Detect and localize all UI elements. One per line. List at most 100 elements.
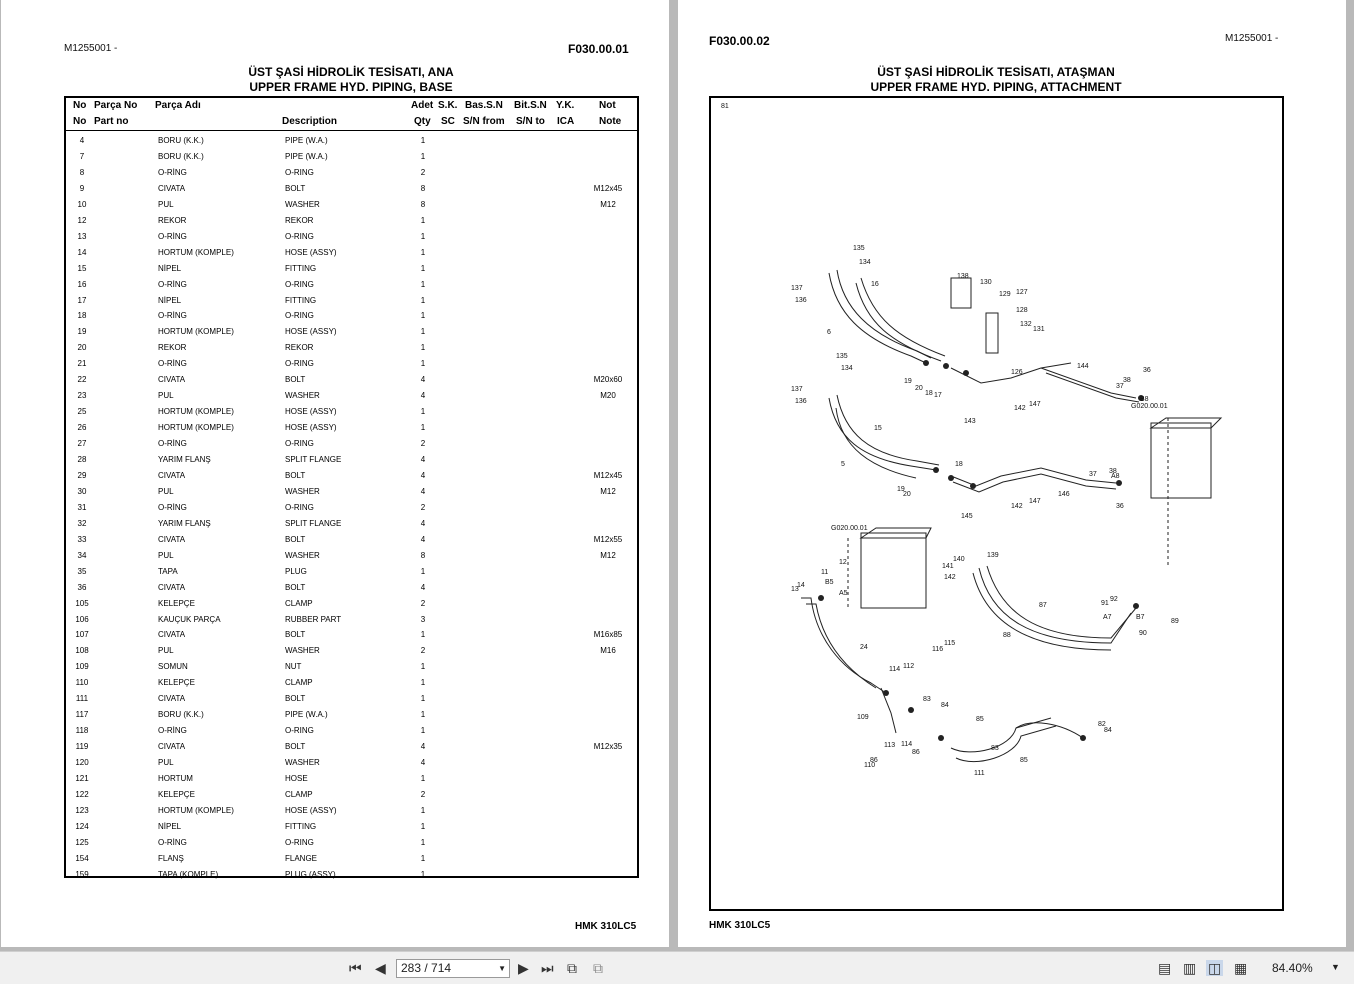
callout-label: 83 — [923, 696, 931, 703]
part-name-tr-cell: PUL — [158, 391, 174, 401]
part-number-cell: 15 — [77, 263, 87, 273]
note-cell: M12 — [600, 486, 616, 496]
callout-label: 131 — [1033, 326, 1045, 333]
header-divider — [66, 130, 637, 131]
qty-cell: 4 — [420, 391, 426, 401]
piping-drawing: 1351341371361661381301271291281321311261… — [721, 103, 1223, 777]
callout-label: 14 — [797, 582, 805, 589]
continuous-view-icon[interactable]: ▥ — [1183, 960, 1197, 976]
two-page-view-icon[interactable]: ◫ — [1206, 960, 1224, 976]
description-cell: RUBBER PART — [285, 614, 342, 624]
callout-label: 90 — [1139, 630, 1147, 637]
callout-label: 109 — [857, 714, 869, 721]
callout-label: 86 — [912, 749, 920, 756]
two-page-continuous-view-icon[interactable]: ▦ — [1234, 960, 1248, 976]
part-name-tr-cell: O-RİNG — [158, 231, 187, 241]
part-name-tr-cell: CIVATA — [158, 470, 186, 480]
note-cell: M12x35 — [593, 742, 623, 752]
fit-page-icon[interactable]: ⧉ — [567, 960, 577, 976]
part-number-cell: 31 — [77, 502, 87, 512]
qty-cell: 1 — [420, 821, 426, 831]
description-cell: WASHER — [285, 199, 320, 209]
qty-cell: 4 — [420, 375, 426, 385]
description-cell: FLANGE — [285, 853, 318, 863]
description-cell: O-RING — [285, 359, 314, 369]
description-cell: REKOR — [285, 343, 314, 353]
part-name-tr-cell: O-RİNG — [158, 726, 187, 736]
part-number-cell: 12 — [77, 215, 87, 225]
callout-label: 12 — [839, 559, 847, 566]
zoom-level[interactable]: 84.40% — [1272, 961, 1313, 975]
next-page-icon[interactable]: ▶ — [518, 960, 529, 976]
callout-label: 142 — [944, 574, 956, 581]
part-number-cell: 20 — [77, 343, 87, 353]
chevron-down-icon[interactable]: ▼ — [498, 964, 506, 973]
single-page-view-icon[interactable]: ▤ — [1158, 960, 1172, 976]
note-cell: M16 — [600, 646, 616, 656]
qty-cell: 4 — [420, 486, 426, 496]
part-name-tr-cell: KELEPÇE — [158, 598, 195, 608]
chevron-down-icon[interactable]: ▼ — [1331, 962, 1340, 972]
description-cell: PLUG (ASSY) — [285, 869, 336, 879]
part-name-tr-cell: BORU (K.K.) — [158, 710, 204, 720]
callout-label: 92 — [1110, 596, 1118, 603]
page-code: F030.00.02 — [709, 34, 770, 48]
part-number-cell: 122 — [75, 789, 89, 799]
description-cell: O-RING — [285, 231, 314, 241]
part-number-cell: 10 — [77, 199, 87, 209]
description-cell: WASHER — [285, 758, 320, 768]
part-name-tr-cell: BORU (K.K.) — [158, 151, 204, 161]
callout-label: 132 — [1020, 321, 1032, 328]
part-number-cell: 29 — [77, 470, 87, 480]
part-name-tr-cell: CIVATA — [158, 183, 186, 193]
callout-label: 146 — [1058, 491, 1070, 498]
callout-label: 20 — [903, 491, 911, 498]
qty-cell: 4 — [420, 742, 426, 752]
description-cell: WASHER — [285, 486, 320, 496]
qty-cell: 1 — [420, 231, 426, 241]
description-cell: O-RING — [285, 279, 314, 289]
qty-cell: 2 — [420, 789, 426, 799]
last-page-icon[interactable]: ⏭ — [541, 960, 554, 976]
part-name-tr-cell: SOMUN — [158, 662, 188, 672]
parts-list-page: M1255001 - F030.00.01 ÜST ŞASİ HİDROLİK … — [1, 0, 669, 947]
qty-cell: 8 — [420, 550, 426, 560]
part-number-cell: 106 — [75, 614, 89, 624]
callout-label: 37 — [1089, 471, 1097, 478]
callout-label: 37 — [1116, 383, 1124, 390]
first-page-icon[interactable]: ⏮ — [349, 960, 362, 976]
description-cell: FITTING — [285, 263, 317, 273]
header-sn-to: S/N to — [516, 116, 545, 127]
fit-width-icon[interactable]: ⧉ — [593, 960, 603, 976]
part-number-cell: 22 — [77, 375, 87, 385]
part-number-cell: 118 — [75, 726, 89, 736]
prev-page-icon[interactable]: ◀ — [375, 960, 386, 976]
part-number-cell: 27 — [77, 439, 87, 449]
callout-label: 88 — [1003, 632, 1011, 639]
callout-label: 142 — [1011, 503, 1023, 510]
callout-label: 135 — [836, 353, 848, 360]
document-id: M1255001 - — [64, 43, 118, 54]
part-name-tr-cell: PUL — [158, 550, 174, 560]
callout-label: G020.00.01 — [1131, 403, 1168, 410]
note-cell: M20x60 — [593, 375, 623, 385]
part-name-tr-cell: HORTUM — [158, 774, 193, 783]
note-cell: M12x45 — [593, 470, 623, 480]
callout-label: 84 — [1104, 727, 1112, 734]
page-number-input[interactable]: 283 / 714 ▼ — [396, 959, 510, 978]
qty-cell: 1 — [420, 247, 426, 257]
model-footer: HMK 310LC5 — [575, 921, 637, 932]
